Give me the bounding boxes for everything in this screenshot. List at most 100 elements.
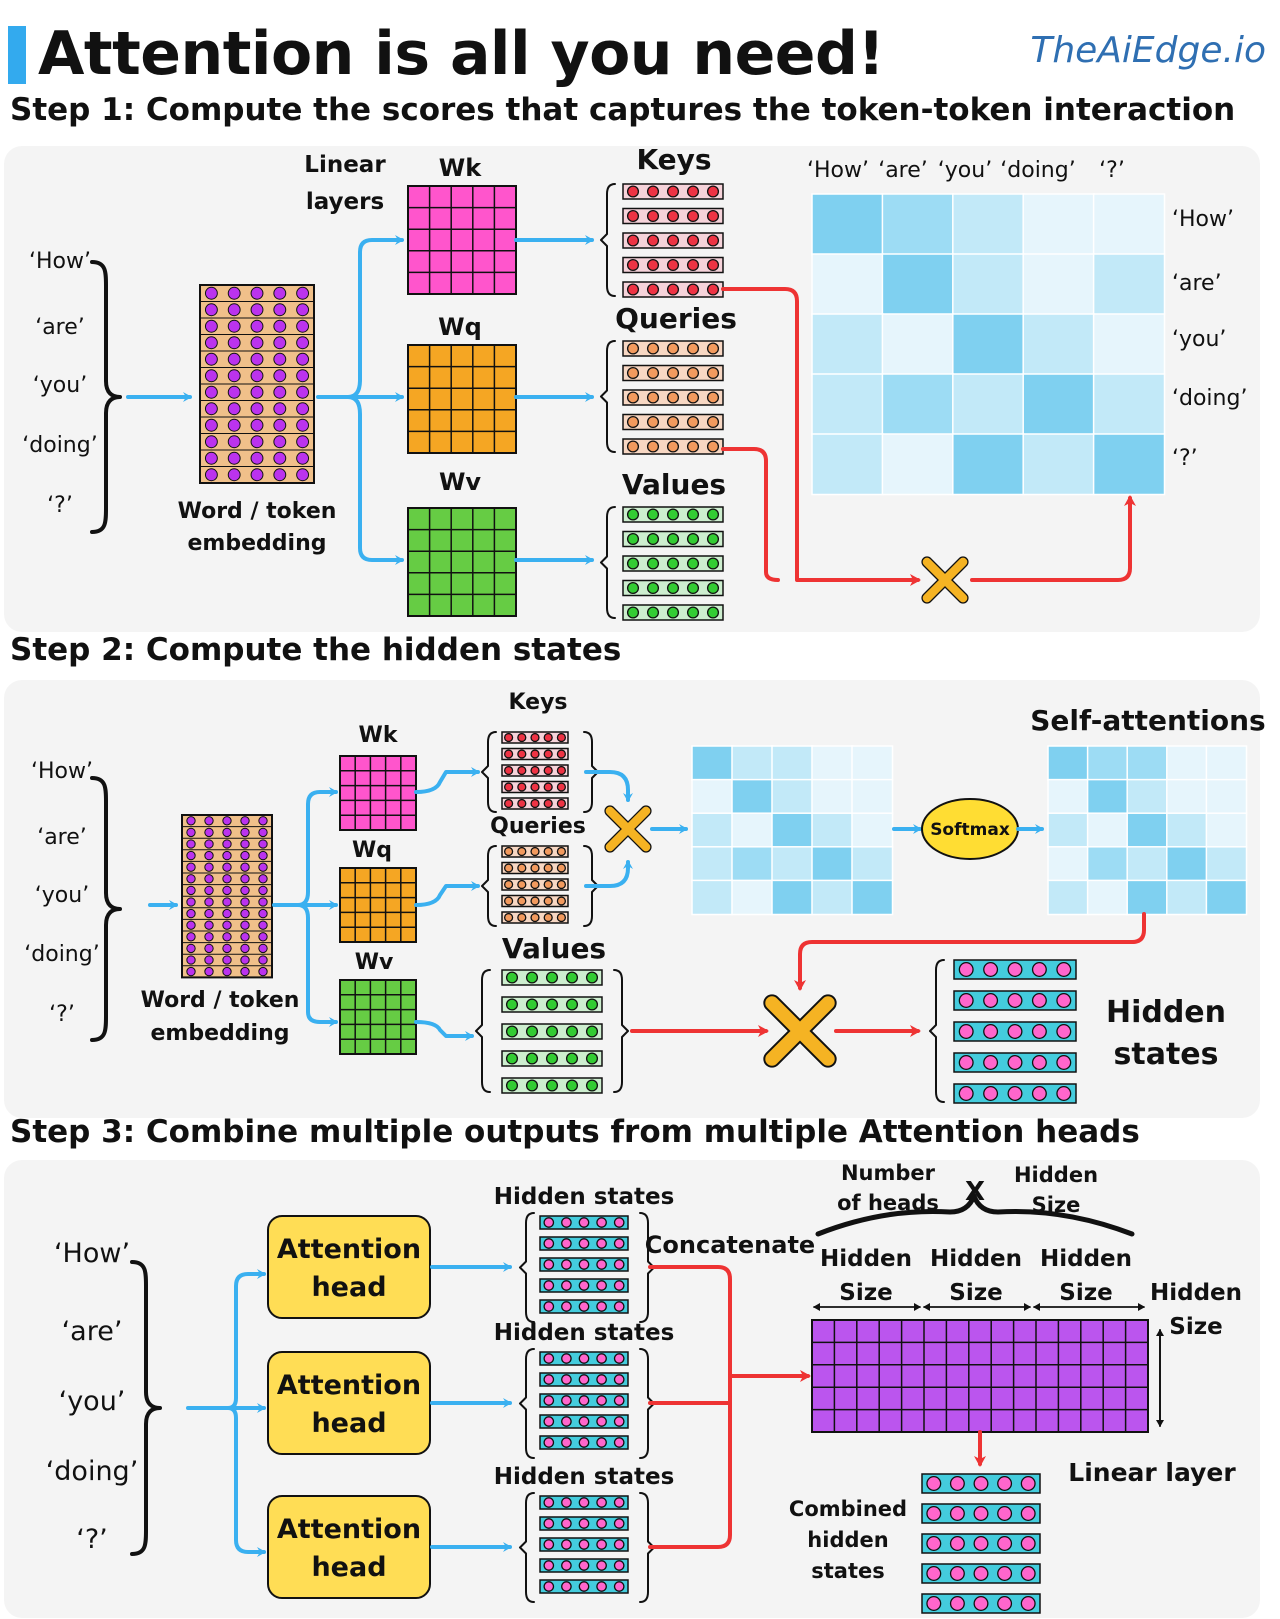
vector-cell xyxy=(578,1374,590,1385)
heatmap-cell xyxy=(952,313,1025,376)
embedding-cell xyxy=(227,451,241,465)
embedding-cell xyxy=(227,286,241,300)
score-matrix xyxy=(811,193,1166,496)
embedding-cell xyxy=(273,369,287,383)
vector-cell xyxy=(997,1506,1013,1521)
score-col-label: ‘How’ xyxy=(807,158,869,183)
heatmap-cell xyxy=(731,879,774,916)
vector-cell xyxy=(706,440,720,453)
heatmap-cell xyxy=(881,253,955,316)
embedding-cell xyxy=(258,955,268,965)
vector-cell xyxy=(666,391,680,404)
vector-cell xyxy=(596,1539,607,1550)
embedding-cell xyxy=(204,418,218,432)
vector-cell xyxy=(525,1052,539,1065)
value-vector xyxy=(622,506,724,523)
vector-cell xyxy=(561,1238,572,1249)
vector-cell xyxy=(517,749,527,759)
vector-cell xyxy=(585,971,599,984)
token-label: ‘?’ xyxy=(76,1524,108,1555)
embedding-cell xyxy=(222,816,232,826)
embedding-cell xyxy=(227,319,241,333)
embedding-cell xyxy=(222,885,232,896)
vector-cell xyxy=(666,440,680,453)
heatmap-cell xyxy=(1205,812,1248,849)
vector-cell xyxy=(525,998,539,1011)
value-vector xyxy=(501,1050,603,1067)
wq-matrix-frame xyxy=(339,867,417,943)
vector-cell xyxy=(565,971,579,984)
embedding-cell xyxy=(240,839,250,849)
vector-cell xyxy=(666,415,680,429)
heatmap-cell xyxy=(1126,812,1169,849)
embedding-cell xyxy=(186,827,196,838)
vector-cell xyxy=(666,185,680,198)
embedding-cell xyxy=(204,862,214,872)
embedding-cell xyxy=(273,336,287,350)
embedding-cell xyxy=(273,451,287,465)
token-label: ‘How’ xyxy=(54,1238,130,1269)
vector-cell xyxy=(596,1238,607,1249)
vector-cell xyxy=(543,1238,555,1249)
heatmap-cell xyxy=(881,373,955,436)
embedding-cell xyxy=(204,336,218,350)
values-label: Values xyxy=(622,468,726,501)
vector-cell xyxy=(973,1536,989,1551)
query-vector xyxy=(501,894,569,908)
vector-cell xyxy=(666,283,680,296)
embedding-cell xyxy=(273,319,287,333)
vector-cell xyxy=(666,342,680,355)
score-row-label: ‘?’ xyxy=(1172,446,1198,471)
vector-cell xyxy=(646,581,660,595)
embedding-cell xyxy=(227,435,241,449)
heatmap-cell xyxy=(811,846,854,882)
score-row-label: ‘doing’ xyxy=(1172,386,1247,411)
embedding-cell xyxy=(240,827,250,838)
hidden-state-vector xyxy=(539,1414,629,1429)
vector-cell xyxy=(646,209,660,223)
vector-cell xyxy=(973,1506,989,1521)
embedding-cell xyxy=(204,885,214,896)
hidden-size-col-label: Hidden xyxy=(930,1246,1022,1272)
heatmap-cell xyxy=(1086,745,1129,781)
combined-hidden-states-label: states xyxy=(811,1559,885,1583)
vector-cell xyxy=(646,258,660,272)
vector-cell xyxy=(666,557,680,570)
vector-cell xyxy=(686,258,700,272)
vector-cell xyxy=(545,998,559,1011)
hidden-state-vector xyxy=(539,1579,629,1594)
hidden-size-right-label: Hidden xyxy=(1150,1280,1242,1306)
vector-cell xyxy=(926,1536,942,1551)
keys-brace xyxy=(600,183,616,297)
value-vector xyxy=(501,1077,603,1094)
heatmap-cell xyxy=(1205,846,1248,882)
embedding-cell xyxy=(186,874,196,884)
step2-title: Step 2: Compute the hidden states xyxy=(10,632,622,668)
wv-matrix xyxy=(407,507,517,617)
vector-cell xyxy=(530,846,540,857)
vector-cell xyxy=(613,1259,625,1270)
token-brace xyxy=(130,1260,162,1556)
vector-cell xyxy=(926,1596,942,1611)
heatmap-cell xyxy=(1086,812,1129,849)
heatmap-cell xyxy=(881,433,955,496)
token-label: ‘How’ xyxy=(31,759,93,784)
embedding-cell xyxy=(273,402,287,416)
score-matrix xyxy=(691,745,894,916)
heatmap-cell xyxy=(691,879,734,916)
embedding-cell xyxy=(222,862,232,872)
vector-cell xyxy=(530,782,540,792)
attention-head-label: Attention xyxy=(277,1234,421,1265)
embedding-cell xyxy=(204,303,218,317)
linear-layer-matrix xyxy=(811,1319,1149,1433)
vector-cell xyxy=(706,581,720,595)
embedding-cell xyxy=(296,402,310,416)
vector-cell xyxy=(1020,1476,1036,1491)
vector-cell xyxy=(613,1416,625,1427)
self-attention-matrix xyxy=(1047,745,1248,916)
arrow-to-wk xyxy=(296,787,338,907)
wq-matrix xyxy=(339,867,417,943)
vector-cell xyxy=(530,896,540,906)
vector-cell xyxy=(561,1437,572,1448)
vector-cell xyxy=(613,1395,625,1406)
